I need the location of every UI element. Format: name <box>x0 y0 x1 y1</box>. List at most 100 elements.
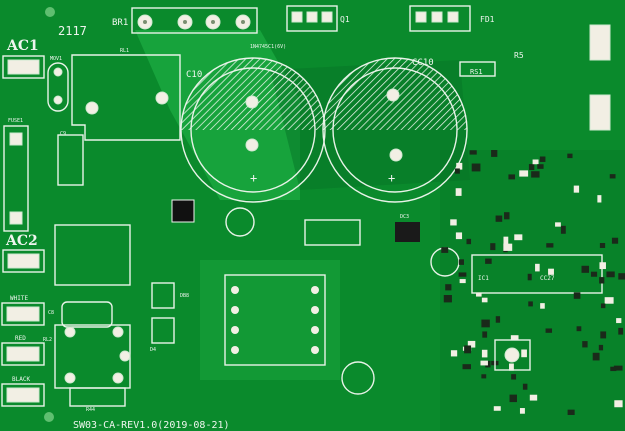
smd-pad <box>529 394 538 401</box>
smd-pad <box>508 174 516 180</box>
capacitor-c8 <box>61 301 113 328</box>
smd-pad <box>481 349 488 358</box>
ic-black-square <box>171 199 195 223</box>
smd-pad <box>616 318 622 324</box>
label-rl1: RL1 <box>120 48 129 54</box>
connector-red[interactable] <box>1 342 45 366</box>
smd-pad <box>546 243 554 248</box>
zener-note: 1N4745C1(6V) <box>250 44 286 50</box>
smd-pad <box>503 236 509 245</box>
fuse-holder <box>3 125 29 232</box>
connector-right-mid[interactable] <box>589 94 611 131</box>
label-ac2: AC2 <box>5 233 38 249</box>
smd-pad <box>528 301 533 307</box>
resistor-r44 <box>69 387 126 407</box>
mounting-hole <box>45 7 55 17</box>
smd-pad <box>573 185 580 193</box>
copper-pour <box>200 260 340 380</box>
smd-pad <box>618 273 625 280</box>
svg-text:+: + <box>388 171 395 185</box>
smd-pad <box>537 164 544 169</box>
smd-pad <box>560 225 566 234</box>
smd-pad <box>480 360 488 366</box>
smd-pad <box>509 363 514 371</box>
smd-pad <box>443 295 452 303</box>
smd-pad <box>614 400 623 408</box>
smd-pad <box>598 344 604 351</box>
smd-pad <box>567 409 575 415</box>
ic1-outline <box>471 254 603 294</box>
transistor-q1 <box>286 5 338 32</box>
smd-pad <box>454 168 460 174</box>
tactile-switch[interactable] <box>494 339 531 371</box>
smd-pad <box>469 150 477 155</box>
label-br1: BR1 <box>112 18 128 28</box>
mounting-hole <box>44 412 54 422</box>
label-dc3: DC3 <box>400 214 409 220</box>
label-r5: R5 <box>514 51 524 60</box>
bridge-rectifier-pads <box>137 14 251 30</box>
diode-d2 <box>151 317 175 344</box>
label-mov1: MOV1 <box>50 56 62 62</box>
diode-d1 <box>151 282 175 309</box>
smd-pad <box>535 263 540 272</box>
label-ac1: AC1 <box>6 38 39 54</box>
svg-text:+: + <box>250 171 257 185</box>
label-d4: D4 <box>150 347 156 353</box>
transistor-round <box>225 207 255 237</box>
transistor-round-2 <box>341 361 375 395</box>
transformer-pins <box>231 286 319 354</box>
label-q1: Q1 <box>340 15 350 24</box>
smd-pad <box>455 232 463 240</box>
smd-pad <box>521 349 527 358</box>
smd-pad <box>467 340 476 348</box>
capacitor-c9 <box>57 134 84 186</box>
smd-pad <box>476 292 482 297</box>
connector-ac2[interactable] <box>2 249 45 273</box>
label-black: BLACK <box>12 376 30 383</box>
smd-pad <box>511 374 517 380</box>
smd-pad <box>597 195 602 203</box>
label-c10: C10 <box>186 70 202 80</box>
smd-pad <box>458 272 467 277</box>
resistor-rs1 <box>459 61 496 77</box>
label-c8: C8 <box>48 310 54 316</box>
connector-right-top[interactable] <box>589 24 611 61</box>
smd-pad <box>611 237 619 244</box>
label-cc27: CC27 <box>540 275 555 282</box>
mov-outline <box>47 62 69 112</box>
smd-pad <box>540 303 545 309</box>
smd-pad <box>490 243 496 251</box>
smd-pad <box>609 174 616 179</box>
smd-pad <box>604 297 614 304</box>
smd-components <box>441 150 625 415</box>
smd-pad <box>491 150 498 157</box>
smd-pad <box>493 406 501 411</box>
smd-pad <box>514 234 523 241</box>
label-fd1: FD1 <box>480 15 495 24</box>
connector-white[interactable] <box>1 302 45 326</box>
smd-pad <box>531 171 540 178</box>
smd-pad <box>482 331 488 338</box>
label-r44: R44 <box>86 407 95 413</box>
label-db8: DB8 <box>180 293 189 299</box>
smd-pad <box>610 366 617 372</box>
smd-pad <box>481 374 487 379</box>
smd-pad <box>606 271 615 278</box>
revision-label: SW03-CA-REV1.0(2019-08-21) <box>73 420 230 431</box>
label-white: WHITE <box>10 295 28 302</box>
smd-pad <box>519 170 529 177</box>
smd-pad <box>573 292 581 299</box>
label-fuse1: FUSE1 <box>8 118 23 124</box>
label-rl2: RL2 <box>43 337 52 343</box>
smd-pad <box>527 273 532 281</box>
smd-pad <box>462 364 471 370</box>
smd-pad <box>456 162 463 170</box>
smd-pad <box>450 350 458 357</box>
smd-pad <box>509 394 517 403</box>
smd-pad <box>510 335 519 341</box>
smd-pad <box>600 303 606 309</box>
connector-ac1[interactable] <box>2 55 45 79</box>
smd-pad <box>581 265 590 273</box>
connector-black[interactable] <box>1 383 45 407</box>
